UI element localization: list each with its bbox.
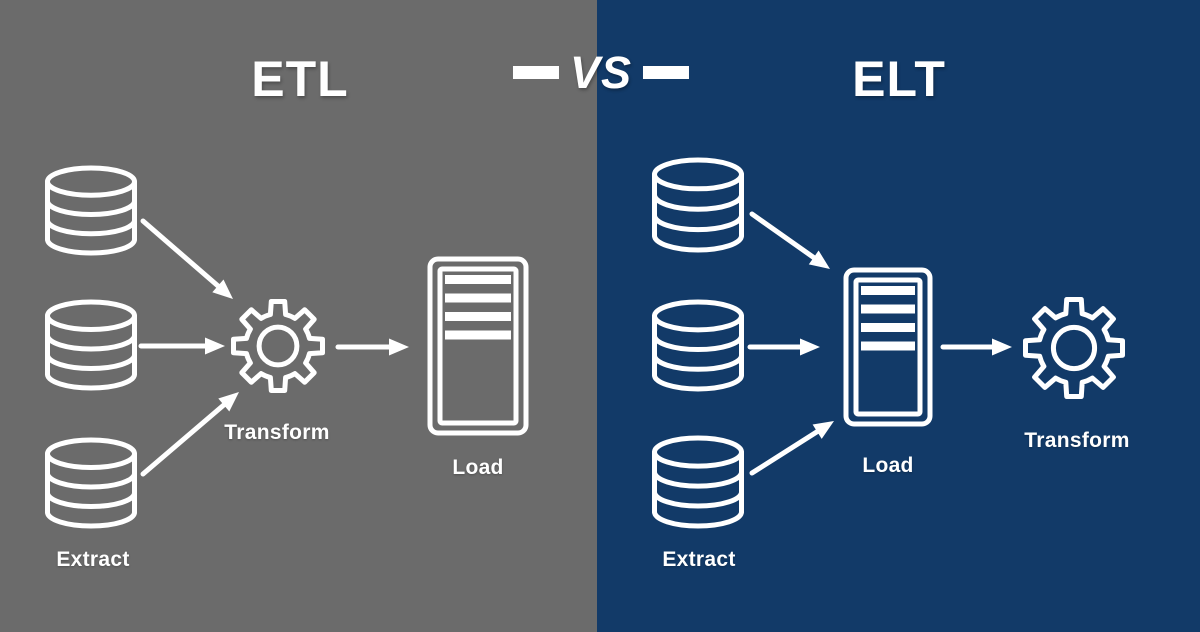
etl-transform-label: Transform (224, 421, 330, 444)
elt-extract-label: Extract (662, 548, 736, 571)
elt-title: ELT (852, 51, 946, 107)
vs-divider: VS (512, 47, 690, 98)
vs-label: VS (569, 47, 633, 98)
vs-right-dash (643, 66, 690, 79)
etl-extract-label: Extract (56, 548, 130, 571)
vs-left-dash (512, 66, 559, 79)
etl-title: ETL (251, 51, 349, 107)
etl-load-label: Load (452, 456, 504, 479)
elt-load-label: Load (862, 454, 914, 477)
elt-transform-label: Transform (1024, 429, 1130, 452)
